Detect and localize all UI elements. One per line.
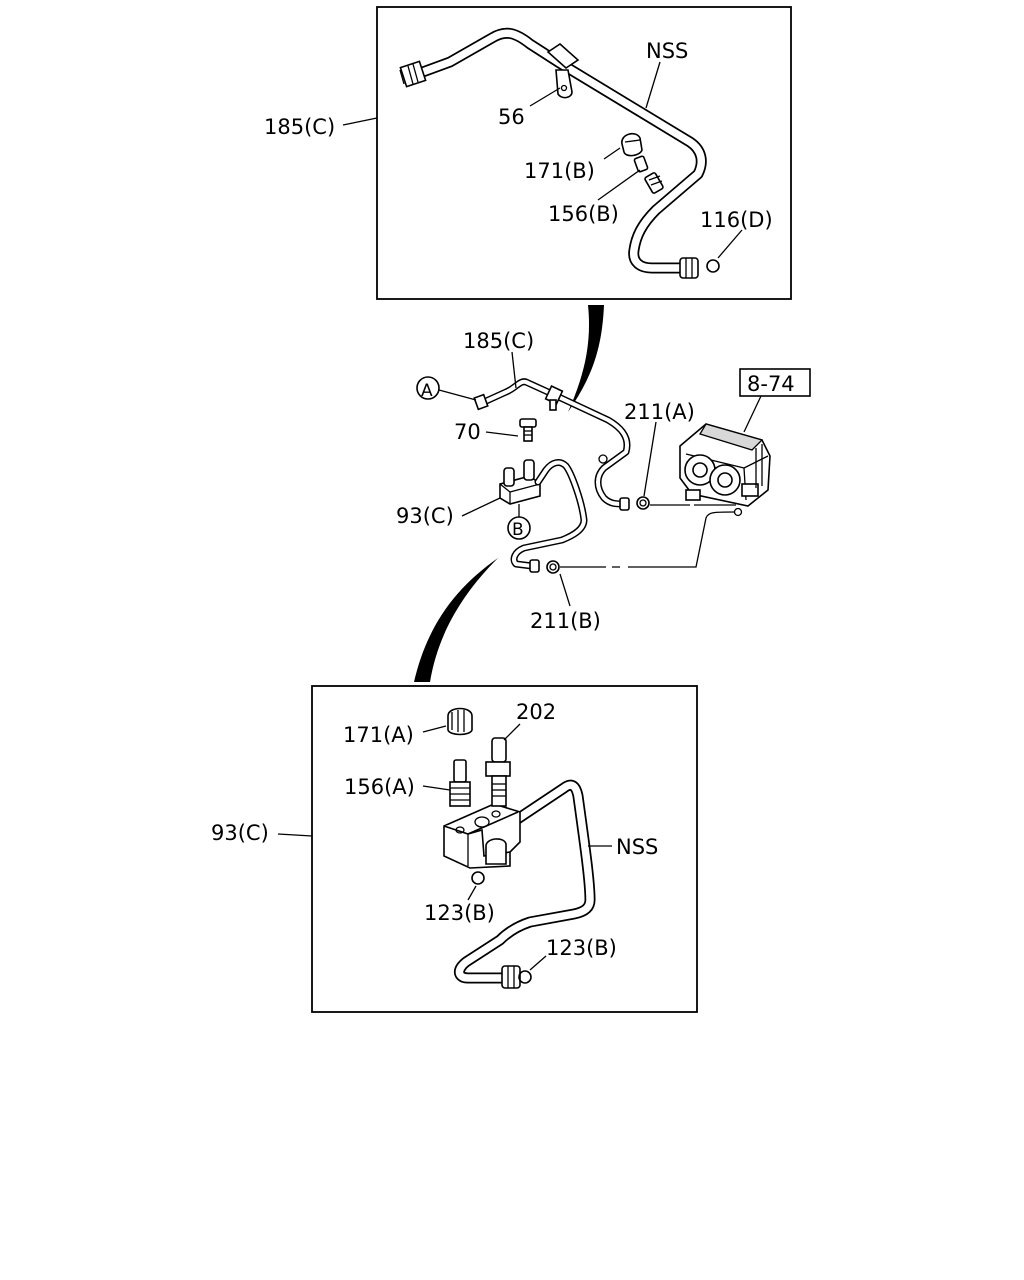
detail-box-top: NSS 185(C) 56 171(B) 156(B) 116(D) <box>264 6 792 300</box>
pipe-nss-bottom <box>454 779 596 989</box>
valve-156a <box>449 759 471 807</box>
label-171a: 171(A) <box>343 723 414 747</box>
label-a: A <box>421 381 433 401</box>
block-93c-middle <box>499 459 541 505</box>
pipe-93c-middle <box>510 459 588 573</box>
o-ring-211b <box>546 560 560 574</box>
marker-a <box>416 376 440 400</box>
callout-wedge-top <box>568 305 604 412</box>
o-ring-123b-right <box>518 970 532 984</box>
label-b: B <box>512 520 524 540</box>
o-ring-211a <box>636 496 650 510</box>
module-8-74 <box>679 423 771 517</box>
label-123b-right: 123(B) <box>546 936 617 960</box>
label-nss-top: NSS <box>646 39 688 63</box>
label-156b: 156(B) <box>548 202 619 226</box>
label-185c-middle: 185(C) <box>463 329 534 353</box>
pipe-fitting-left <box>399 60 427 88</box>
label-202: 202 <box>516 700 556 724</box>
label-93c-middle: 93(C) <box>396 504 454 528</box>
pipe-185c-top <box>414 27 707 274</box>
label-211a: 211(A) <box>624 400 695 424</box>
label-nss-bottom: NSS <box>616 835 658 859</box>
pipe-fitting-right <box>679 257 699 279</box>
label-70: 70 <box>454 420 481 444</box>
label-56: 56 <box>498 105 525 129</box>
bolt-70 <box>519 418 537 442</box>
ref-box-8-74 <box>739 368 811 397</box>
clamp-56 <box>546 42 580 99</box>
label-211b: 211(B) <box>530 609 601 633</box>
callout-wedge-bottom <box>414 558 498 682</box>
label-116d: 116(D) <box>700 208 773 232</box>
cap-171b <box>621 132 643 157</box>
label-93c-bottom: 93(C) <box>211 821 269 845</box>
o-ring-123b-left <box>471 871 485 885</box>
valve-156b <box>633 155 649 173</box>
valve-port-top <box>644 172 664 194</box>
label-171b: 171(B) <box>524 159 595 183</box>
sensor-202 <box>485 737 511 807</box>
assembly-middle: A B <box>396 329 811 633</box>
cap-171a <box>447 707 473 736</box>
label-123b-left: 123(B) <box>424 901 495 925</box>
label-156a: 156(A) <box>344 775 415 799</box>
label-185c-top: 185(C) <box>264 115 335 139</box>
pipe-185c-middle <box>473 378 631 511</box>
block-93c-bottom <box>443 803 521 869</box>
detail-box-bottom: 171(A) 202 156(A) 93(C) NSS 123(B) 123(B… <box>211 685 698 1013</box>
o-ring-116d <box>706 259 720 273</box>
label-8-74: 8-74 <box>747 372 795 396</box>
